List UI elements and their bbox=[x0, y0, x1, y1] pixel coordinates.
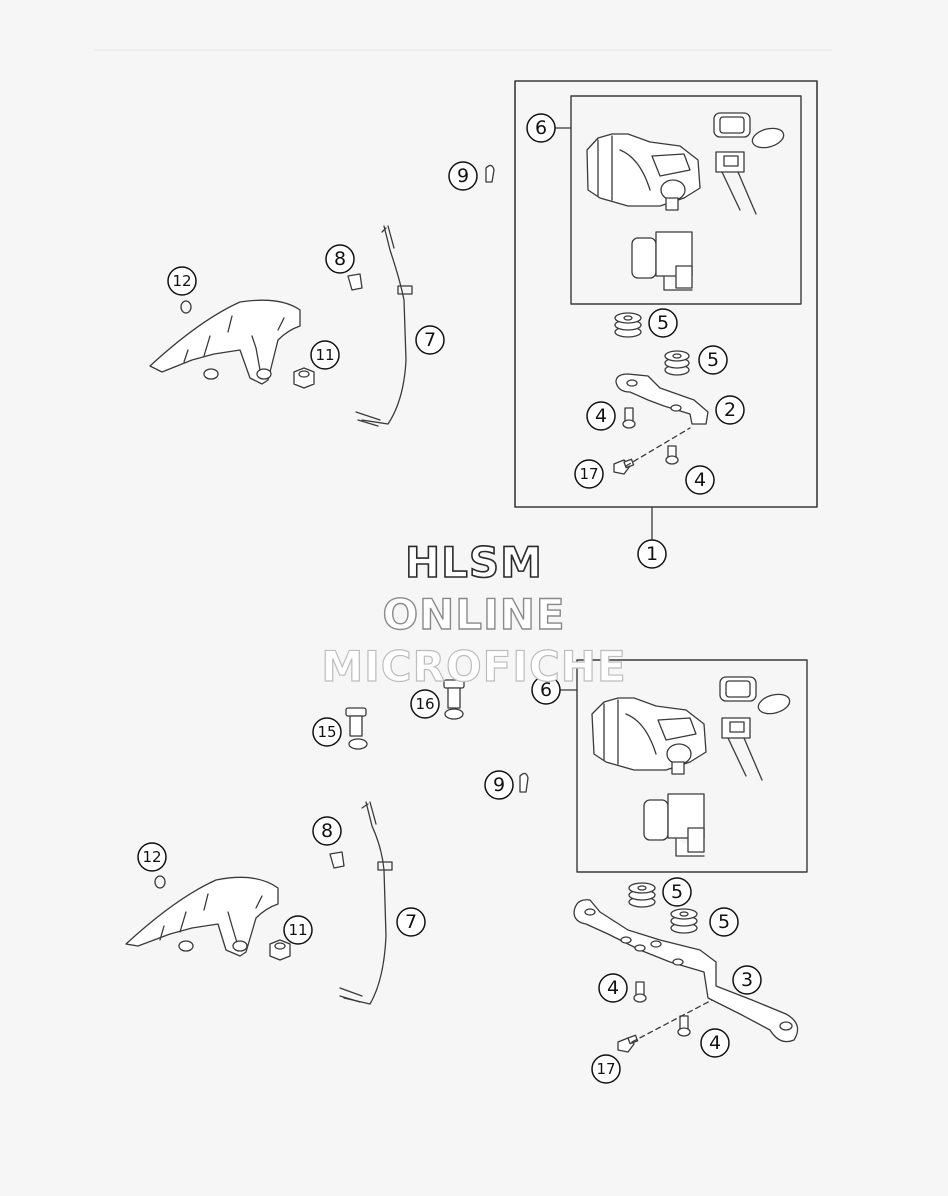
assembly-line-lower bbox=[631, 999, 713, 1043]
callout-circle-5-lower-b bbox=[709, 907, 739, 937]
callout-17-lower: 17 bbox=[596, 1060, 615, 1078]
callout-7-upper: 7 bbox=[424, 329, 436, 351]
callout-8-upper: 8 bbox=[334, 248, 346, 270]
callout-circle-4-lower-b bbox=[700, 1028, 730, 1058]
nut-11-upper bbox=[293, 367, 315, 389]
kill-switch-lower bbox=[643, 793, 705, 857]
callout-16: 16 bbox=[415, 695, 434, 713]
callout-circle-12-lower bbox=[137, 842, 167, 872]
callout-4-lower-b: 4 bbox=[709, 1032, 721, 1054]
grommet-5-upper-a bbox=[614, 312, 642, 338]
callout-circle-5-upper-a bbox=[648, 308, 678, 338]
handguard-bracket-upper bbox=[149, 299, 301, 385]
callout-circle-6-lower bbox=[531, 675, 561, 705]
switch-housing-lower bbox=[591, 697, 707, 775]
callout-12-lower: 12 bbox=[142, 848, 161, 866]
bolt-16 bbox=[443, 679, 465, 720]
callout-9-upper: 9 bbox=[457, 165, 469, 187]
callout-11-upper: 11 bbox=[315, 346, 334, 364]
callout-7-lower: 7 bbox=[405, 911, 417, 933]
callout-5-lower-b: 5 bbox=[718, 911, 730, 933]
callout-circle-3 bbox=[732, 965, 762, 995]
callout-circle-11-lower bbox=[283, 915, 313, 945]
rocker-switch-upper bbox=[713, 112, 785, 215]
callout-circle-4-upper-a bbox=[586, 401, 616, 431]
callout-circle-9-upper bbox=[448, 161, 478, 191]
callout-11-lower: 11 bbox=[288, 921, 307, 939]
callout-circle-11-upper bbox=[310, 340, 340, 370]
kit-box-upper bbox=[514, 80, 818, 508]
switch-housing-upper bbox=[586, 133, 701, 211]
grommet-5-lower-b bbox=[670, 908, 698, 934]
callout-circle-1 bbox=[637, 539, 667, 569]
callout-circle-4-upper-b bbox=[685, 465, 715, 495]
screw-4-lower-a bbox=[633, 981, 647, 1003]
callout-4-upper-b: 4 bbox=[694, 469, 706, 491]
callout-15: 15 bbox=[317, 723, 336, 741]
callout-8-lower: 8 bbox=[321, 820, 333, 842]
screw-4-upper-b bbox=[665, 445, 679, 465]
kill-switch-upper bbox=[631, 231, 693, 291]
grommet-5-lower-a bbox=[628, 882, 656, 908]
callout-circle-2 bbox=[715, 395, 745, 425]
rocker-switch-lower bbox=[719, 676, 791, 781]
callout-circle-7-upper bbox=[415, 325, 445, 355]
callout-1: 1 bbox=[646, 543, 658, 565]
ring-12-lower bbox=[154, 875, 166, 889]
callout-17-upper: 17 bbox=[579, 465, 598, 483]
callout-circle-5-lower-a bbox=[662, 877, 692, 907]
callout-4-lower-a: 4 bbox=[607, 977, 619, 999]
callout-circle-5-upper-b bbox=[698, 345, 728, 375]
callout-circle-15 bbox=[312, 717, 342, 747]
assembly-line-upper bbox=[625, 427, 691, 467]
screw-17-upper bbox=[613, 458, 635, 475]
callout-3: 3 bbox=[741, 969, 753, 991]
callout-4-upper-a: 4 bbox=[595, 405, 607, 427]
bracket-3 bbox=[573, 899, 799, 1043]
pin-9-lower bbox=[519, 772, 529, 793]
switch-box-lower bbox=[576, 659, 808, 873]
callout-circle-16 bbox=[410, 689, 440, 719]
callout-circle-12-upper bbox=[167, 266, 197, 296]
callout-circle-8-lower bbox=[312, 816, 342, 846]
pin-9-upper bbox=[485, 164, 495, 183]
screw-4-lower-b bbox=[677, 1015, 691, 1037]
callout-circle-8-upper bbox=[325, 244, 355, 274]
callout-5-upper-a: 5 bbox=[657, 312, 669, 334]
screw-17-lower bbox=[617, 1034, 639, 1053]
callout-circle-7-lower bbox=[396, 907, 426, 937]
clip-8-upper bbox=[347, 273, 363, 291]
callout-circle-17-lower bbox=[591, 1054, 621, 1084]
callout-9-lower: 9 bbox=[493, 774, 505, 796]
callout-5-lower-a: 5 bbox=[671, 881, 683, 903]
callout-12-upper: 12 bbox=[172, 272, 191, 290]
callout-circle-17-upper bbox=[574, 459, 604, 489]
callout-2: 2 bbox=[724, 399, 736, 421]
switch-box-upper bbox=[570, 95, 802, 305]
cable-7-lower bbox=[339, 801, 393, 1005]
grommet-5-upper-b bbox=[664, 350, 690, 376]
ring-12-upper bbox=[180, 300, 192, 314]
callout-6-lower: 6 bbox=[540, 679, 552, 701]
screw-4-upper-a bbox=[622, 407, 636, 429]
handguard-bracket-lower bbox=[125, 876, 279, 957]
bracket-2 bbox=[615, 373, 709, 425]
clip-8-lower bbox=[329, 851, 345, 869]
callout-circle-4-lower-a bbox=[598, 973, 628, 1003]
bolt-15 bbox=[345, 707, 368, 750]
cable-7-upper bbox=[355, 225, 413, 427]
nut-11-lower bbox=[269, 939, 291, 961]
callout-circle-6-upper bbox=[526, 113, 556, 143]
callout-5-upper-b: 5 bbox=[707, 349, 719, 371]
callout-circle-9-lower bbox=[484, 770, 514, 800]
callout-6-upper: 6 bbox=[535, 117, 547, 139]
